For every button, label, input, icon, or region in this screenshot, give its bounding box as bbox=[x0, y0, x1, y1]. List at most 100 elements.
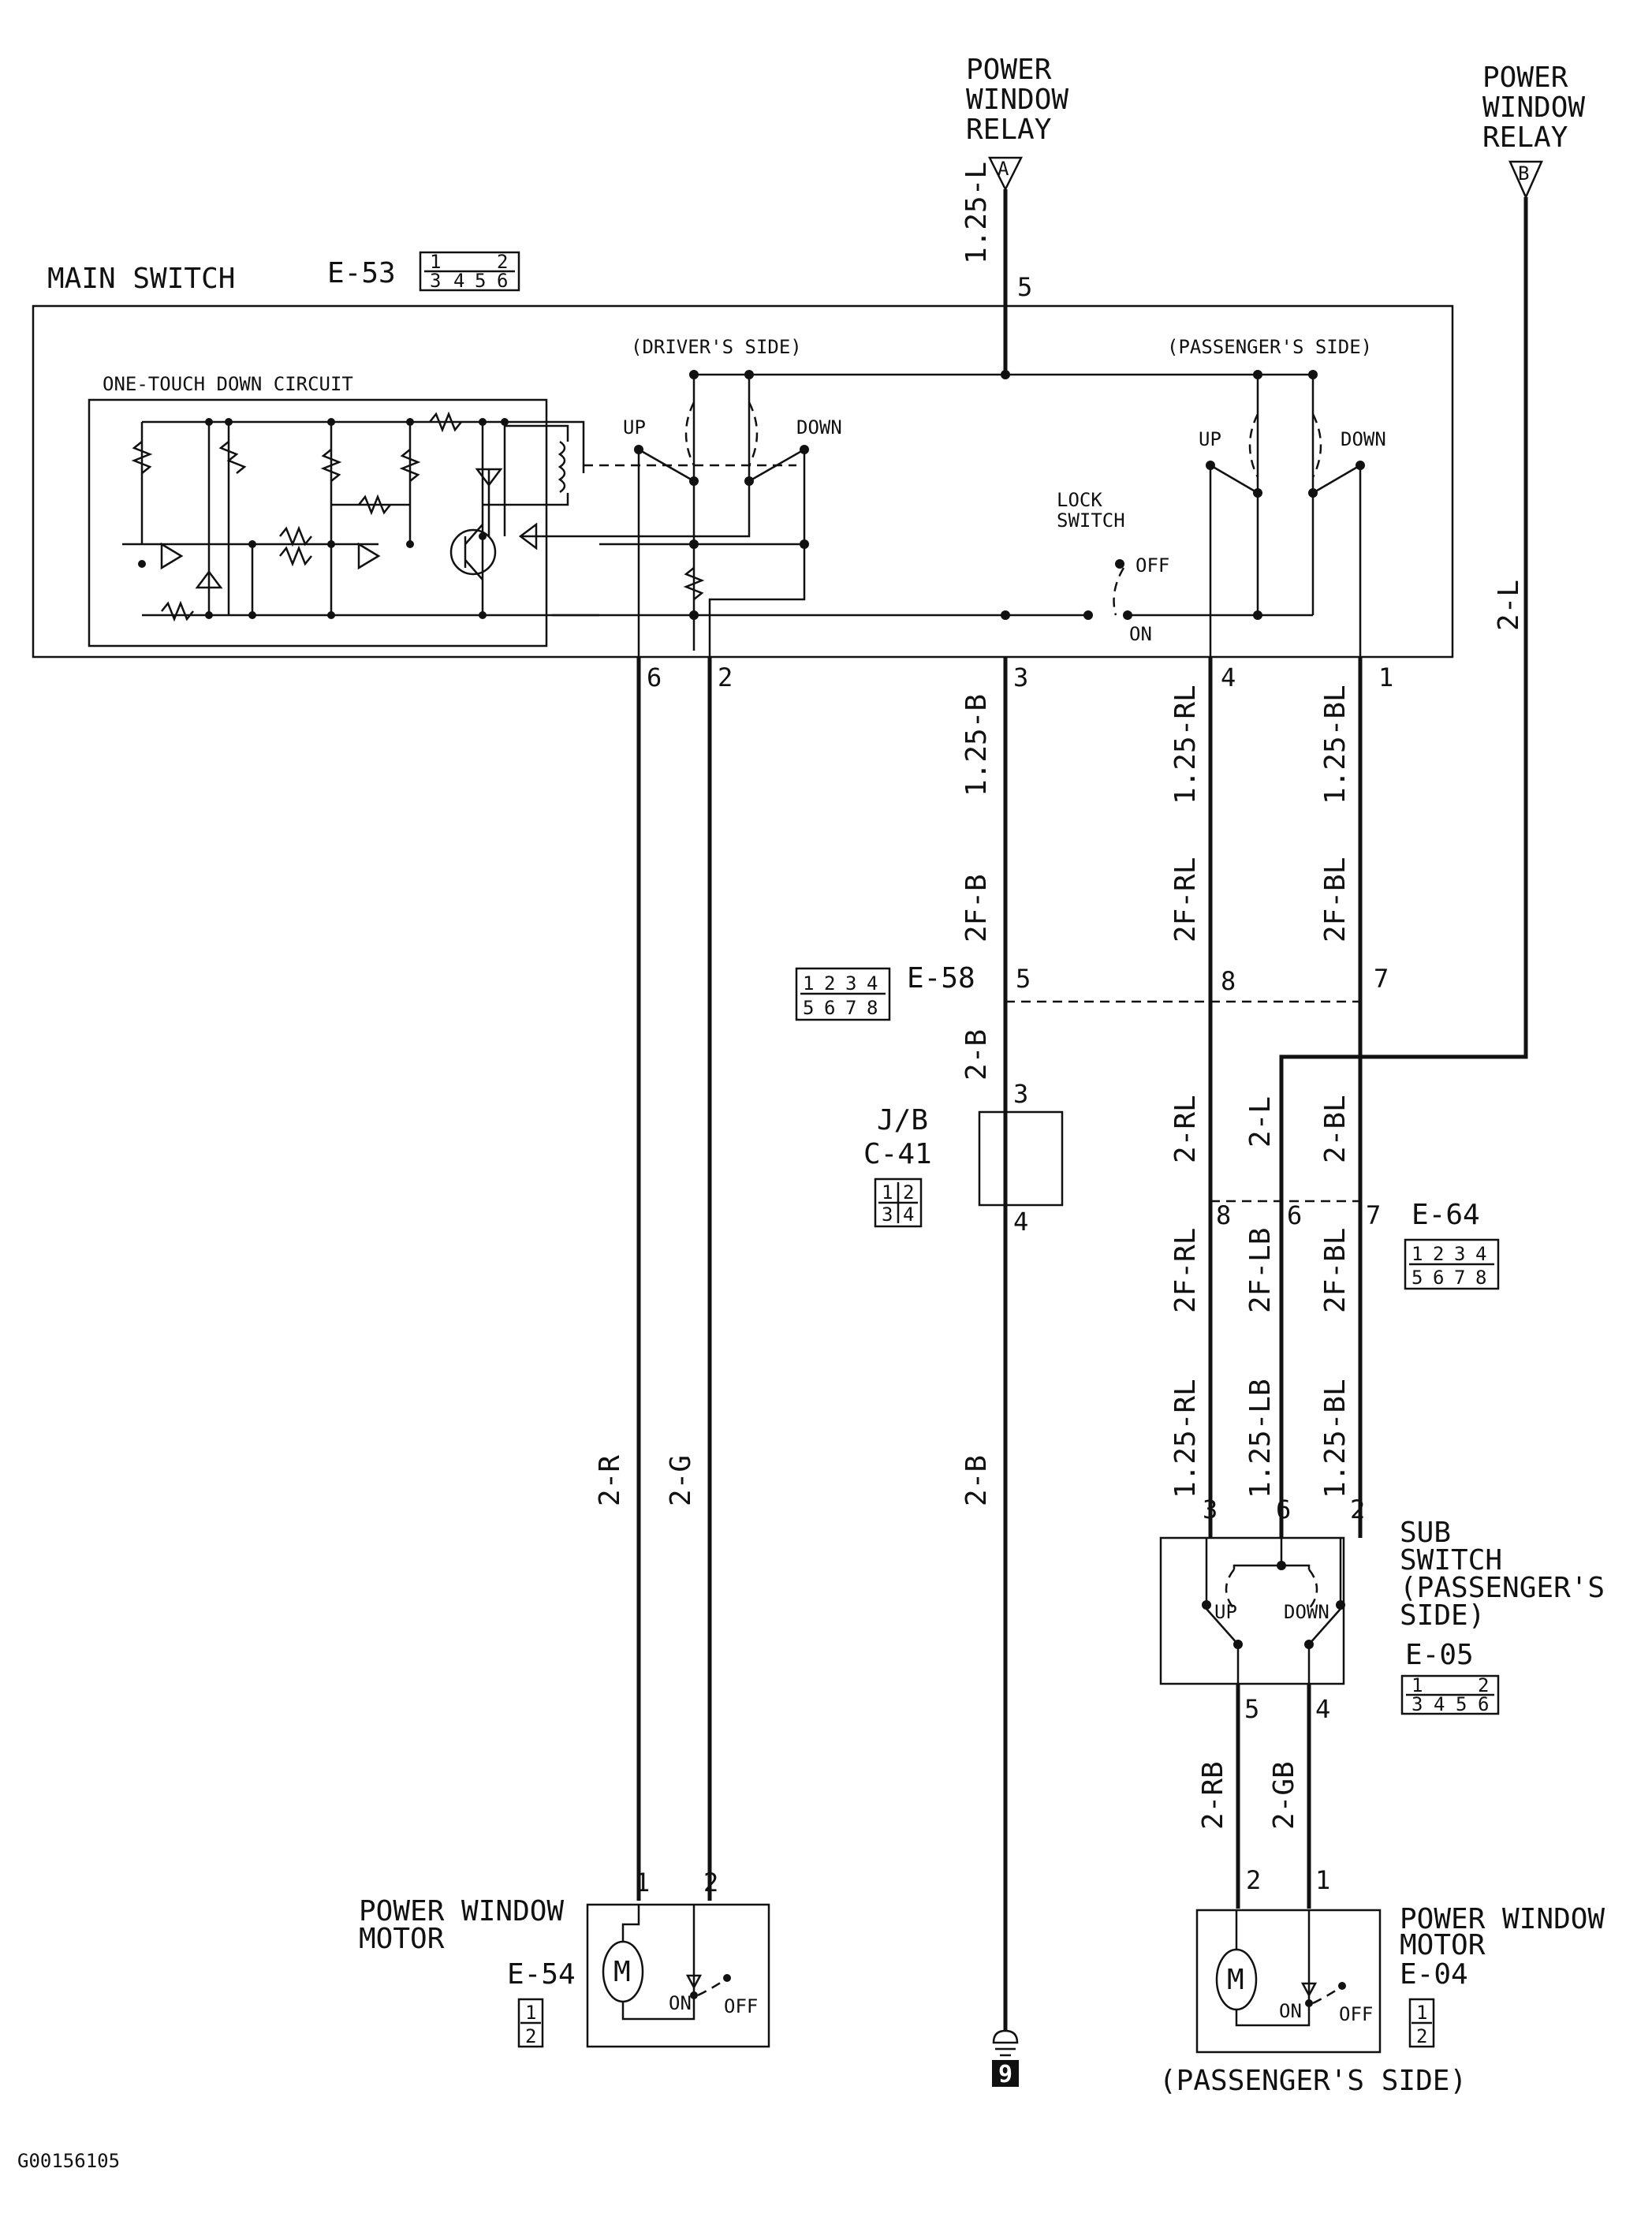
e58-pin-8: 8 bbox=[867, 997, 878, 1019]
passenger-motor: 2 1 M ON OFF POWER WINDOW MOTOR E-04 1 2… bbox=[1159, 1865, 1605, 2097]
e64-p8: 8 bbox=[1216, 1200, 1231, 1230]
sub-switch-connector: E-05 bbox=[1405, 1639, 1474, 1671]
e05-connector-icon: 1 2 3 4 5 6 bbox=[1400, 1674, 1500, 1715]
relay-b-terminal: B bbox=[1518, 162, 1529, 185]
wire-2-gb-label: 2-GB bbox=[1268, 1761, 1300, 1830]
relay-b-label-2: WINDOW bbox=[1482, 91, 1585, 124]
e58-pin-5: 5 bbox=[803, 997, 814, 1019]
one-touch-down-circuit: ONE-TOUCH DOWN CIRCUIT bbox=[88, 373, 599, 647]
driver-motor-p1: 1 bbox=[635, 1868, 650, 1898]
wire-low-rl-label: 2F-RL bbox=[1169, 1228, 1202, 1313]
relay-a-terminal-triangle bbox=[987, 156, 1024, 192]
wire-pin3-upper-label: 1.25-B bbox=[960, 694, 993, 797]
jb-connector-label: C-41 bbox=[863, 1138, 932, 1170]
passenger-motor-connector: E-04 bbox=[1400, 1958, 1468, 1991]
e64-pin-2: 2 bbox=[1433, 1243, 1444, 1265]
sub-p4: 4 bbox=[1315, 1694, 1330, 1724]
wire-2-g-label: 2-G bbox=[665, 1455, 697, 1506]
e53-connector-icon: 1 2 3 4 5 6 bbox=[419, 251, 520, 292]
e04-pin-1: 1 bbox=[1416, 2002, 1427, 2024]
e58-p7: 7 bbox=[1374, 964, 1389, 994]
passenger-motor-label-2: MOTOR bbox=[1400, 1929, 1486, 1961]
main-pin-6: 6 bbox=[647, 662, 662, 692]
driver-motor-label-1: POWER WINDOW bbox=[359, 1895, 564, 1928]
jb-pin-3: 3 bbox=[882, 1204, 893, 1226]
main-pin-4: 4 bbox=[1221, 662, 1236, 692]
e58-p8: 8 bbox=[1221, 966, 1236, 996]
wire-mid-l-label: 2-L bbox=[1244, 1096, 1277, 1148]
wire-pin1-lower-label: 2F-BL bbox=[1319, 857, 1352, 942]
jb-p3: 3 bbox=[1013, 1079, 1028, 1109]
relay-a-label-1: POWER bbox=[966, 54, 1052, 86]
e53-pin-1: 1 bbox=[430, 251, 441, 273]
wire-ground-label: 2-B bbox=[960, 1455, 993, 1506]
sub-switch-label-4: SIDE) bbox=[1400, 1599, 1485, 1632]
sub-down-label: DOWN bbox=[1284, 1601, 1329, 1623]
e58-connector: E-58 1 2 3 4 5 6 7 8 5 8 7 bbox=[795, 962, 1389, 1021]
junction-block: J/B C-41 1 2 3 4 3 4 bbox=[863, 1079, 1064, 1237]
wire-low-lb-label: 2F-LB bbox=[1244, 1228, 1277, 1313]
e58-label: E-58 bbox=[907, 962, 975, 995]
e58-p5: 5 bbox=[1016, 964, 1031, 994]
wire-mid-bl-label: 2-BL bbox=[1319, 1095, 1352, 1163]
e58-pin-3: 3 bbox=[845, 972, 856, 995]
ground-number: 9 bbox=[998, 2061, 1012, 2088]
driver-up-label: UP bbox=[623, 416, 646, 438]
ground: 9 bbox=[992, 2029, 1019, 2088]
relay-a-terminal: A bbox=[998, 158, 1009, 180]
jb-pin-2: 2 bbox=[903, 1181, 914, 1204]
e54-pin-1: 1 bbox=[525, 2002, 536, 2024]
e64-pin-5: 5 bbox=[1411, 1267, 1423, 1289]
passenger-motor-label-1: POWER WINDOW bbox=[1400, 1903, 1605, 1935]
e05-pin-6: 6 bbox=[1478, 1693, 1489, 1715]
e04-connector-icon: 1 2 bbox=[1408, 1998, 1435, 2048]
e53-pin-5: 5 bbox=[475, 270, 486, 292]
wire-mid-rl-label: 2-RL bbox=[1169, 1095, 1202, 1163]
jb-pin-4: 4 bbox=[903, 1204, 914, 1226]
e58-pin-2: 2 bbox=[824, 972, 835, 995]
main-pin-5: 5 bbox=[1017, 272, 1032, 302]
sub-p5: 5 bbox=[1244, 1694, 1259, 1724]
passenger-up-label: UP bbox=[1199, 428, 1221, 450]
e58-pin-1: 1 bbox=[803, 972, 814, 995]
relay-b-label-3: RELAY bbox=[1482, 121, 1568, 154]
e58-pin-7: 7 bbox=[845, 997, 856, 1019]
e64-label: E-64 bbox=[1411, 1199, 1480, 1231]
sub-switch-label-2: SWITCH bbox=[1400, 1544, 1502, 1577]
relay-b: POWER WINDOW RELAY B 2-L bbox=[1279, 62, 1585, 1199]
passenger-down-label: DOWN bbox=[1341, 428, 1386, 450]
wire-pin4-upper-label: 1.25-RL bbox=[1169, 685, 1202, 804]
driver-motor-on: ON bbox=[669, 1992, 692, 2014]
e64-connector: 8 6 7 E-64 1 2 3 4 5 6 7 8 bbox=[1210, 1199, 1500, 1290]
e05-pin-5: 5 bbox=[1456, 1693, 1467, 1715]
passenger-motor-p2: 2 bbox=[1246, 1865, 1261, 1895]
jb-p4: 4 bbox=[1013, 1207, 1028, 1237]
e53-pin-6: 6 bbox=[497, 270, 508, 292]
driver-down-label: DOWN bbox=[796, 416, 842, 438]
e64-pin-8: 8 bbox=[1475, 1267, 1486, 1289]
lock-switch-label-2: SWITCH bbox=[1057, 509, 1125, 532]
sub-p3: 3 bbox=[1203, 1495, 1218, 1524]
one-touch-label: ONE-TOUCH DOWN CIRCUIT bbox=[103, 373, 353, 395]
main-pin-1: 1 bbox=[1378, 662, 1393, 692]
wire-pin3-lower-label: 2F-B bbox=[960, 874, 993, 942]
lock-on-label: ON bbox=[1129, 623, 1152, 645]
passenger-motor-p1: 1 bbox=[1315, 1865, 1330, 1895]
passenger-motor-off: OFF bbox=[1339, 2003, 1373, 2025]
wire-sub-bl-label: 1.25-BL bbox=[1319, 1379, 1352, 1498]
e53-pin-4: 4 bbox=[453, 270, 464, 292]
driver-motor-connector: E-54 bbox=[507, 1958, 576, 1991]
wire-jb-top-label: 2-B bbox=[960, 1029, 993, 1080]
main-pin-3: 3 bbox=[1013, 662, 1028, 692]
main-pin-2: 2 bbox=[718, 662, 733, 692]
jb-pin-1: 1 bbox=[882, 1181, 893, 1204]
e05-pin-3: 3 bbox=[1411, 1693, 1423, 1715]
relay-b-terminal-triangle bbox=[1508, 160, 1543, 200]
passenger-side-switch: (PASSENGER'S SIDE) UP DOWN bbox=[1001, 336, 1386, 678]
e64-pin-3: 3 bbox=[1454, 1243, 1465, 1265]
e64-pin-6: 6 bbox=[1433, 1267, 1444, 1289]
relay-a-wire-label: 1.25-L bbox=[960, 162, 993, 264]
passenger-side-label: (PASSENGER'S SIDE) bbox=[1159, 2065, 1467, 2097]
wire-sub-lb-label: 1.25-LB bbox=[1244, 1379, 1277, 1498]
